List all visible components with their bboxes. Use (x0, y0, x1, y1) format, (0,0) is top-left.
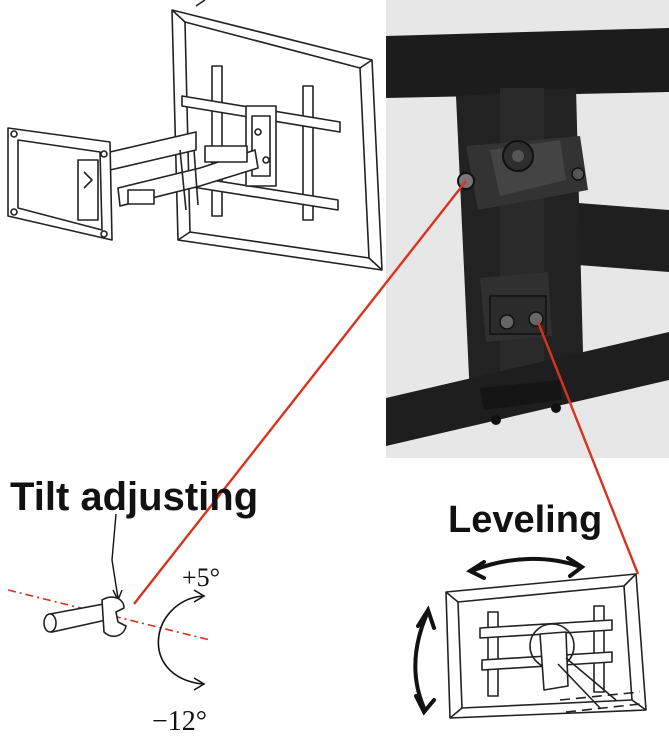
mount-line-drawing (7, 0, 383, 271)
tilt-adjusting-label: Tilt adjusting (10, 475, 258, 519)
tilt-down-value: −12° (152, 706, 207, 736)
leveling-tv-drawing (445, 573, 647, 719)
bracket-photo (386, 0, 669, 458)
leveling-arc-arrow-icon (413, 556, 586, 716)
tv-center-plate (245, 105, 277, 187)
tilt-leader (111, 513, 119, 599)
callout-lines (133, 180, 640, 605)
leveling-screw-left (499, 314, 515, 330)
tv-rail-right (302, 85, 314, 221)
tilt-arc-arrow-icon (157, 589, 206, 691)
tilt-callout-line (133, 180, 467, 605)
leveling-label: Leveling (448, 499, 602, 541)
leveling-screw-right (528, 311, 544, 327)
tilt-up-value: +5° (182, 563, 220, 592)
leveling-callout-line (536, 321, 640, 575)
tv-back-panel (171, 9, 383, 271)
tv-rail-left (211, 65, 223, 217)
wrench-icon (43, 596, 127, 638)
